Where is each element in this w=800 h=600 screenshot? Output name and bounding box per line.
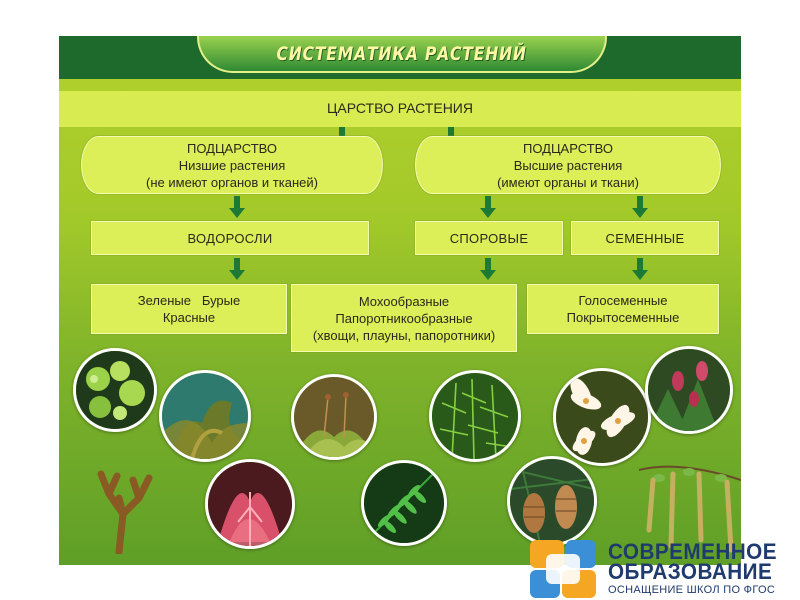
details-spore: Мохообразные Папоротникообразные (хвощи,… [291, 284, 517, 352]
photo-conifer-cones [645, 346, 733, 434]
details-seed: Голосеменные Покрытосеменные [527, 284, 719, 334]
photo-green-algae [73, 348, 157, 432]
group-spore: СПОРОВЫЕ [415, 221, 563, 255]
photo-seaweed-sprig [97, 470, 153, 554]
subkingdom-heading: ПОДЦАРСТВО [522, 140, 614, 156]
subkingdom-higher: ПОДЦАРСТВО Высшие растения (имеют органы… [415, 136, 721, 194]
group-label: ВОДОРОСЛИ [187, 230, 273, 246]
poster: СИСТЕМАТИКА РАСТЕНИЙ ЦАРСТВО РАСТЕНИЯ ПО… [59, 36, 741, 565]
logo-mark-icon [530, 540, 596, 598]
kingdom-band [59, 91, 741, 127]
details-line: Красные [162, 310, 216, 325]
logo-tagline: ОСНАЩЕНИЕ ШКОЛ ПО ФГОС [608, 584, 776, 596]
details-line: Голосеменные [578, 293, 668, 308]
photo-flowers [553, 368, 651, 466]
arrow-down-icon [480, 196, 496, 218]
group-label: СЕМЕННЫЕ [605, 230, 685, 246]
details-line: Зеленые Бурые [137, 293, 241, 308]
logo-text-line1: СОВРЕМЕННОЕ [608, 539, 777, 564]
subkingdom-name: Высшие растения [513, 157, 623, 173]
photo-horsetail [429, 370, 521, 462]
arrow-down-icon [632, 196, 648, 218]
details-line: Покрытосеменные [566, 310, 680, 325]
photo-red-algae [205, 459, 295, 549]
title-plate: СИСТЕМАТИКА РАСТЕНИЙ [197, 36, 607, 73]
arrow-down-icon [480, 258, 496, 280]
subkingdom-heading: ПОДЦАРСТВО [186, 140, 278, 156]
photo-pine-cones [507, 456, 597, 546]
subkingdom-lower: ПОДЦАРСТВО Низшие растения (не имеют орг… [81, 136, 383, 194]
details-line: Мохообразные [358, 293, 450, 309]
details-line: Папоротникообразные [335, 310, 473, 326]
arrow-down-icon [229, 258, 245, 280]
arrow-down-icon [229, 196, 245, 218]
photo-moss [291, 374, 377, 460]
group-label: СПОРОВЫЕ [449, 230, 529, 246]
group-algae: ВОДОРОСЛИ [91, 221, 369, 255]
poster-title: СИСТЕМАТИКА РАСТЕНИЙ [276, 42, 528, 65]
arrow-down-icon [632, 258, 648, 280]
subkingdom-note: (имеют органы и ткани) [497, 174, 639, 190]
subkingdom-name: Низшие растения [178, 157, 286, 173]
details-algae: Зеленые Бурые Красные [91, 284, 287, 334]
details-line: (хвощи, плауны, папоротники) [312, 327, 496, 343]
photo-birch-catkins [639, 465, 741, 553]
photo-fern [361, 460, 447, 546]
subkingdom-note: (не имеют органов и тканей) [146, 174, 318, 190]
logo-text-line2: ОБРАЗОВАНИЕ [608, 559, 773, 584]
kingdom-label: ЦАРСТВО РАСТЕНИЯ [327, 100, 473, 116]
group-seed: СЕМЕННЫЕ [571, 221, 719, 255]
company-logo: СОВРЕМЕННОЕ ОБРАЗОВАНИЕ ОСНАЩЕНИЕ ШКОЛ П… [528, 538, 798, 600]
photo-brown-algae [159, 370, 251, 462]
